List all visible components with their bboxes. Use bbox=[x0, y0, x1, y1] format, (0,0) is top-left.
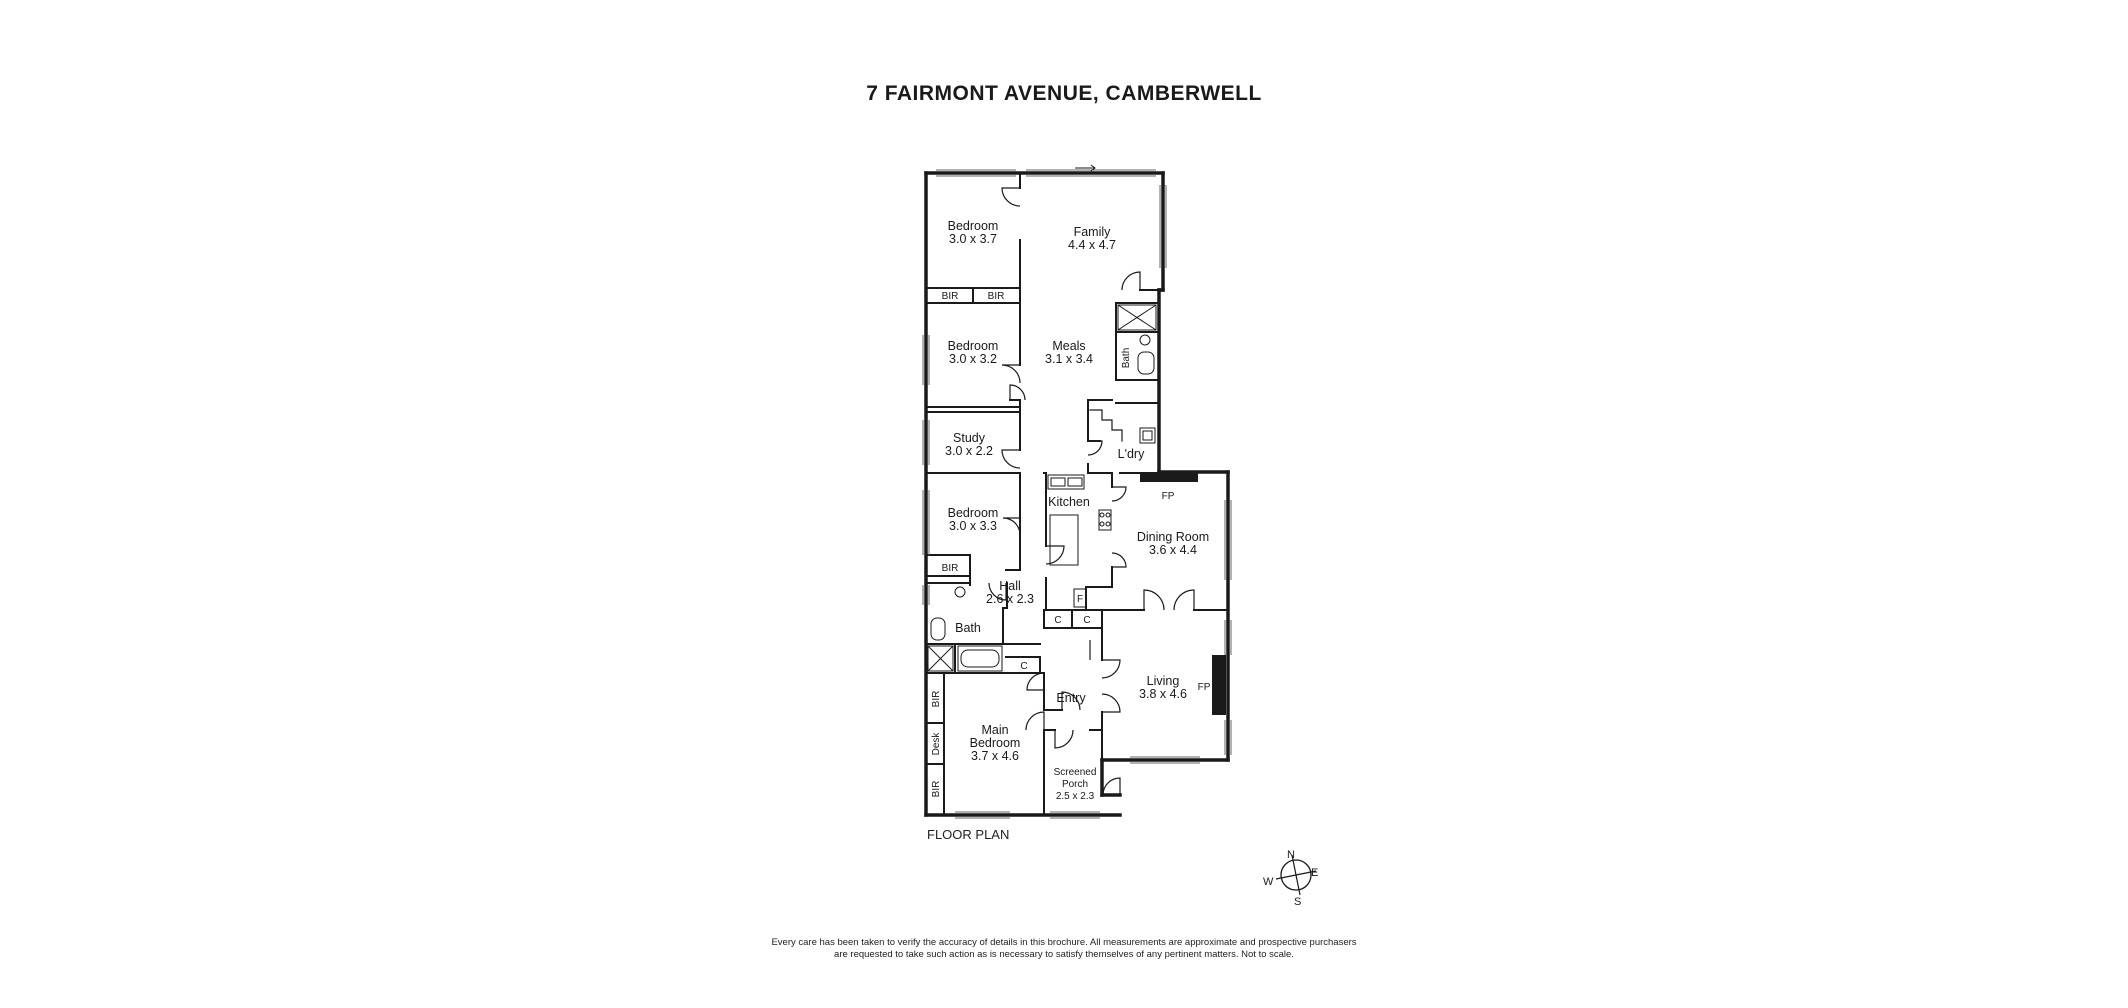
compass-w: W bbox=[1263, 876, 1274, 888]
dining-room-dim: 3.6 x 4.4 bbox=[1149, 543, 1197, 557]
fridge-label: F bbox=[1077, 594, 1083, 605]
disclaimer-line-1: Every care has been taken to verify the … bbox=[771, 937, 1357, 948]
toilet-fixture bbox=[1139, 334, 1151, 346]
shower-fixture bbox=[927, 645, 954, 672]
cooktop bbox=[1098, 509, 1112, 531]
meals-name: Meals bbox=[1052, 339, 1085, 353]
cupboard-label: C bbox=[1054, 615, 1061, 626]
porch-name-2: Porch bbox=[1062, 779, 1088, 790]
compass-n: N bbox=[1287, 849, 1295, 861]
bir-label: BIR bbox=[931, 691, 942, 708]
bedroom-2-dim: 3.0 x 3.2 bbox=[949, 352, 997, 366]
bir-label: BIR bbox=[931, 781, 942, 798]
main-bedroom-name-1: Main bbox=[981, 723, 1008, 737]
disclaimer-line-2: are requested to take such action as is … bbox=[834, 949, 1294, 960]
bath-label: Bath bbox=[955, 621, 981, 635]
study-dim: 3.0 x 2.2 bbox=[945, 444, 993, 458]
doors bbox=[988, 187, 1195, 796]
bir-label: BIR bbox=[942, 291, 959, 302]
bir-label: BIR bbox=[942, 563, 959, 574]
sink-fixture bbox=[1047, 474, 1085, 490]
desk-label: Desk bbox=[931, 732, 942, 756]
hall-dim: 2.6 x 2.3 bbox=[986, 592, 1034, 606]
basin-fixture bbox=[930, 617, 946, 641]
laundry-label: L'dry bbox=[1118, 447, 1145, 461]
room-labels: Bedroom 3.0 x 3.7 Family 4.4 x 4.7 BIR B… bbox=[931, 219, 1211, 802]
bedroom-3-dim: 3.0 x 3.3 bbox=[949, 519, 997, 533]
main-bedroom-name-2: Bedroom bbox=[970, 736, 1021, 750]
toilet-fixture bbox=[954, 586, 966, 598]
meals-dim: 3.1 x 3.4 bbox=[1045, 352, 1093, 366]
windows bbox=[922, 169, 1232, 819]
bedroom-1-dim: 3.0 x 3.7 bbox=[949, 232, 997, 246]
laundry-trough bbox=[1139, 427, 1156, 444]
cupboard-label: C bbox=[1083, 615, 1090, 626]
plan-label: FLOOR PLAN bbox=[927, 827, 1010, 842]
page-title: 7 FAIRMONT AVENUE, CAMBERWELL bbox=[866, 82, 1262, 105]
bir-label: BIR bbox=[988, 291, 1005, 302]
bath-label: Bath bbox=[1121, 348, 1132, 369]
bedroom-3-name: Bedroom bbox=[948, 506, 999, 520]
porch-name-1: Screened bbox=[1054, 767, 1097, 778]
compass-e: E bbox=[1311, 867, 1318, 879]
porch-dim: 2.5 x 2.3 bbox=[1056, 791, 1095, 802]
walls bbox=[924, 171, 1230, 817]
bedroom-2-name: Bedroom bbox=[948, 339, 999, 353]
fireplace-dining bbox=[1140, 472, 1198, 482]
fp-label: FP bbox=[1162, 491, 1175, 502]
shower-fixture bbox=[1117, 304, 1157, 331]
entry-name: Entry bbox=[1056, 691, 1086, 705]
basin-fixture bbox=[1137, 351, 1155, 375]
living-dim: 3.8 x 4.6 bbox=[1139, 687, 1187, 701]
kitchen-island bbox=[1049, 514, 1079, 566]
compass: N E S W bbox=[1263, 849, 1318, 908]
disclaimer: Every care has been taken to verify the … bbox=[0, 937, 2128, 961]
dining-room-name: Dining Room bbox=[1137, 530, 1209, 544]
fireplaces bbox=[1140, 472, 1226, 715]
compass-s: S bbox=[1294, 896, 1301, 908]
hall-name: Hall bbox=[999, 579, 1021, 593]
family-dim: 4.4 x 4.7 bbox=[1068, 238, 1116, 252]
living-name: Living bbox=[1147, 674, 1180, 688]
fridge-box bbox=[1073, 588, 1087, 608]
bathtub bbox=[957, 645, 1003, 672]
cupboard-label: C bbox=[1020, 661, 1027, 672]
family-name: Family bbox=[1074, 225, 1112, 239]
fixtures bbox=[927, 164, 1157, 672]
fp-label: FP bbox=[1198, 682, 1211, 693]
study-name: Study bbox=[953, 431, 986, 445]
bedroom-1-name: Bedroom bbox=[948, 219, 999, 233]
fireplace-living bbox=[1212, 655, 1226, 715]
compass-ring bbox=[1280, 859, 1312, 891]
kitchen-name: Kitchen bbox=[1048, 495, 1090, 509]
main-bedroom-dim: 3.7 x 4.6 bbox=[971, 749, 1019, 763]
